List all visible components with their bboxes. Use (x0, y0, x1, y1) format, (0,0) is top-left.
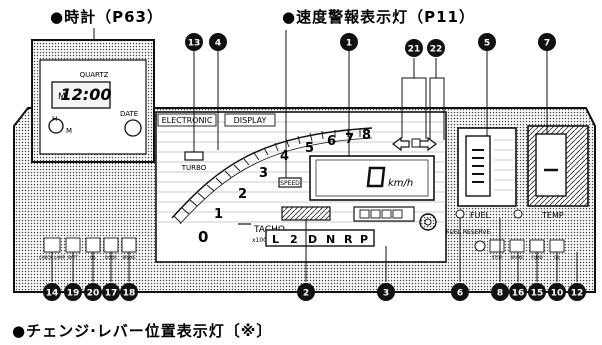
clock-time: 12:00 (61, 85, 112, 104)
speed-digit (366, 166, 386, 188)
caption-speed-warning: ●速度警報表示灯（P11） (282, 8, 475, 26)
svg-text:15: 15 (531, 289, 544, 299)
fuel-reserve-lamp (455, 209, 465, 219)
label-fuel-reserve: FUEL RESERVE (446, 229, 490, 236)
label-display: DISPLAY (234, 116, 267, 125)
fuel-gauge-bar (281, 206, 331, 221)
high-beam-lamp (411, 138, 421, 148)
svg-text:18: 18 (123, 289, 136, 299)
svg-text:20: 20 (87, 289, 100, 299)
svg-text:P: P (360, 233, 368, 246)
svg-text:H: H (52, 115, 57, 123)
svg-text:M: M (66, 127, 72, 135)
svg-text:SPEED: SPEED (280, 180, 300, 187)
callouts-bottom: 14 19 20 17 18 2 3 6 8 16 15 10 12 (43, 283, 586, 301)
svg-text:BRAKE: BRAKE (510, 255, 524, 260)
svg-text:N: N (326, 233, 335, 246)
turbo-lamp (184, 151, 204, 161)
svg-text:D: D (308, 233, 317, 246)
speedometer-display (309, 155, 435, 201)
svg-text:16: 16 (512, 289, 525, 299)
svg-text:2: 2 (303, 289, 309, 299)
right-switch-knob[interactable] (474, 240, 486, 252)
svg-text:10: 10 (551, 289, 564, 299)
svg-text:4: 4 (215, 39, 221, 49)
svg-text:TURBO: TURBO (181, 164, 207, 172)
callouts-top: 13 4 1 21 22 5 7 (185, 33, 556, 57)
label-electronic: ELECTRONIC (162, 116, 213, 125)
svg-text:8: 8 (362, 128, 371, 143)
speed-warning-lamp (278, 177, 302, 188)
clock-am-pm: M (58, 92, 66, 102)
svg-text:STOP: STOP (492, 255, 503, 260)
svg-text:21: 21 (408, 45, 421, 55)
label-fuel: FUEL (470, 211, 491, 220)
clock-date-button[interactable] (124, 119, 142, 137)
svg-text:17: 17 (105, 289, 118, 299)
leader-lines (51, 30, 578, 282)
clock-brand: QUARTZ (80, 71, 109, 79)
caption-clock: ●時計（P63） (50, 8, 163, 26)
svg-text:12: 12 (571, 289, 584, 299)
svg-text:5: 5 (305, 141, 314, 156)
svg-text:5: 5 (484, 39, 490, 49)
gear-position-indicator (265, 229, 375, 247)
svg-text:6: 6 (327, 134, 336, 149)
svg-text:3: 3 (259, 166, 268, 181)
clock-display (51, 81, 111, 109)
turn-signal-left-icon (392, 136, 410, 152)
caption-gear-indicator: ●チェンジ·レバー位置表示灯〔※〕 (12, 322, 273, 340)
svg-text:7: 7 (544, 39, 550, 49)
svg-text:13: 13 (188, 39, 201, 49)
svg-text:R: R (344, 233, 353, 246)
tachometer-scale: 0 1 2 3 4 5 6 7 8 (198, 128, 371, 246)
tachometer-arc (171, 127, 373, 219)
svg-text:1: 1 (346, 39, 352, 49)
svg-text:0: 0 (198, 228, 208, 246)
speed-unit: km/h (388, 178, 413, 189)
svg-text:2: 2 (290, 233, 298, 246)
svg-text:L: L (272, 233, 279, 246)
svg-text:7: 7 (345, 132, 354, 147)
svg-text:2: 2 (238, 187, 247, 202)
svg-text:6: 6 (457, 289, 463, 299)
svg-text:DATE: DATE (120, 110, 138, 118)
svg-text:22: 22 (430, 45, 443, 55)
svg-text:3: 3 (383, 289, 389, 299)
label-temp: TEMP (541, 211, 564, 220)
gear-labels: L 2 D N R P (272, 233, 368, 246)
svg-text:14: 14 (46, 289, 59, 299)
svg-text:4: 4 (280, 149, 289, 164)
svg-text:1: 1 (214, 207, 223, 222)
svg-text:8: 8 (497, 289, 503, 299)
clock-h-button[interactable] (48, 118, 64, 134)
svg-text:19: 19 (67, 289, 80, 299)
